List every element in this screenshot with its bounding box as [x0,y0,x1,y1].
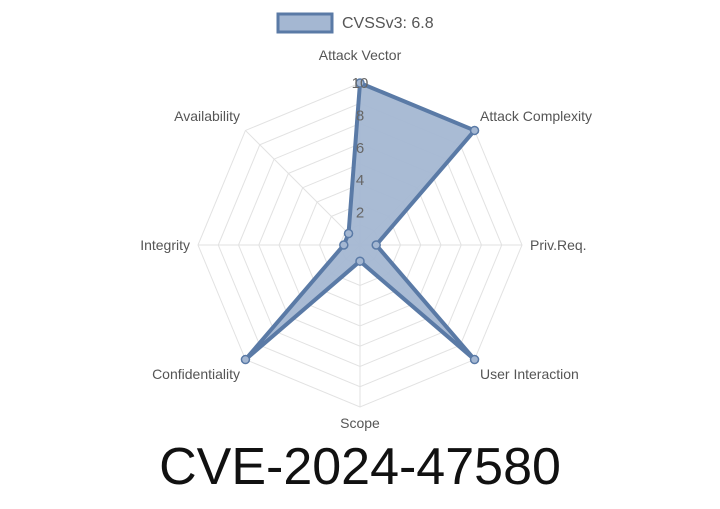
radar-ticks: 2 4 6 8 10 [352,75,369,222]
legend[interactable]: CVSSv3: 6.8 [276,12,434,34]
radar-grid-ring-5 [258,143,462,347]
radar-grid-ring-4 [278,163,442,327]
radar-grid-ring-8 [197,82,523,408]
data-point-2[interactable] [469,125,480,136]
tick-label: 10 [352,75,369,92]
axis-label-6: Confidentiality [152,366,240,382]
data-point-5[interactable] [355,256,365,266]
axis-label-2: Attack Complexity [480,108,592,124]
radar-grid-ring-3 [298,183,422,307]
data-point-4[interactable] [469,354,480,365]
axis-label-3: Priv.Req. [530,237,587,253]
data-point-6[interactable] [240,354,251,365]
axis-label-5: Scope [340,415,380,431]
tick-label: 8 [356,107,364,124]
data-point-3[interactable] [371,240,381,250]
data-point-1[interactable] [355,78,365,88]
axis-label-4: User Interaction [480,366,579,382]
cve-id-title: CVE-2024-47580 [159,438,561,496]
data-point-7[interactable] [339,240,349,250]
radar-grid-ring-6 [237,122,483,368]
data-point-8[interactable] [343,228,354,239]
axis-label-1: Attack Vector [319,47,402,63]
axis-label-7: Integrity [140,237,190,253]
legend-label: CVSSv3: 6.8 [342,15,434,32]
tick-label: 6 [356,140,364,157]
tick-label: 2 [356,205,364,222]
legend-swatch[interactable] [276,12,334,34]
tick-label: 4 [356,172,364,189]
radar-series [240,78,480,365]
axis-label-8: Availability [174,108,240,124]
radar-grid-ring-7 [217,102,503,388]
